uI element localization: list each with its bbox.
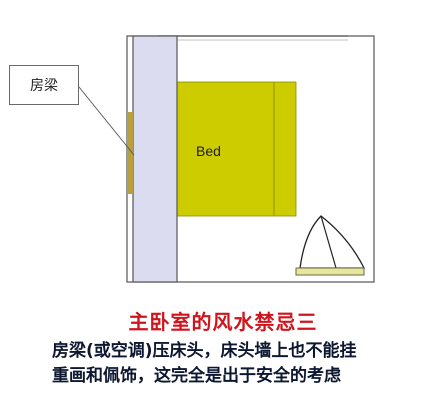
bed-frame (171, 81, 297, 217)
caption-line-1: 房梁(或空调)压床头，床头墙上也不能挂 (52, 341, 357, 361)
door-leaf (320, 215, 337, 269)
beam-callout: 房梁 (9, 65, 79, 105)
diagram-caption: 房梁(或空调)压床头，床头墙上也不能挂 重画和佩饰，这完全是出于安全的考虑 (52, 339, 444, 389)
diagram-title: 主卧室的风水禁忌三 (128, 310, 318, 334)
ceiling-beam (132, 35, 178, 283)
beam-label: 房梁 (30, 78, 58, 94)
bed-label: Bed (196, 143, 221, 159)
callout-leader (78, 86, 135, 156)
caption-line-2: 重画和佩饰，这完全是出于安全的考虑 (52, 366, 341, 386)
beam-edge-highlight (127, 112, 133, 194)
window-sill (295, 267, 365, 276)
